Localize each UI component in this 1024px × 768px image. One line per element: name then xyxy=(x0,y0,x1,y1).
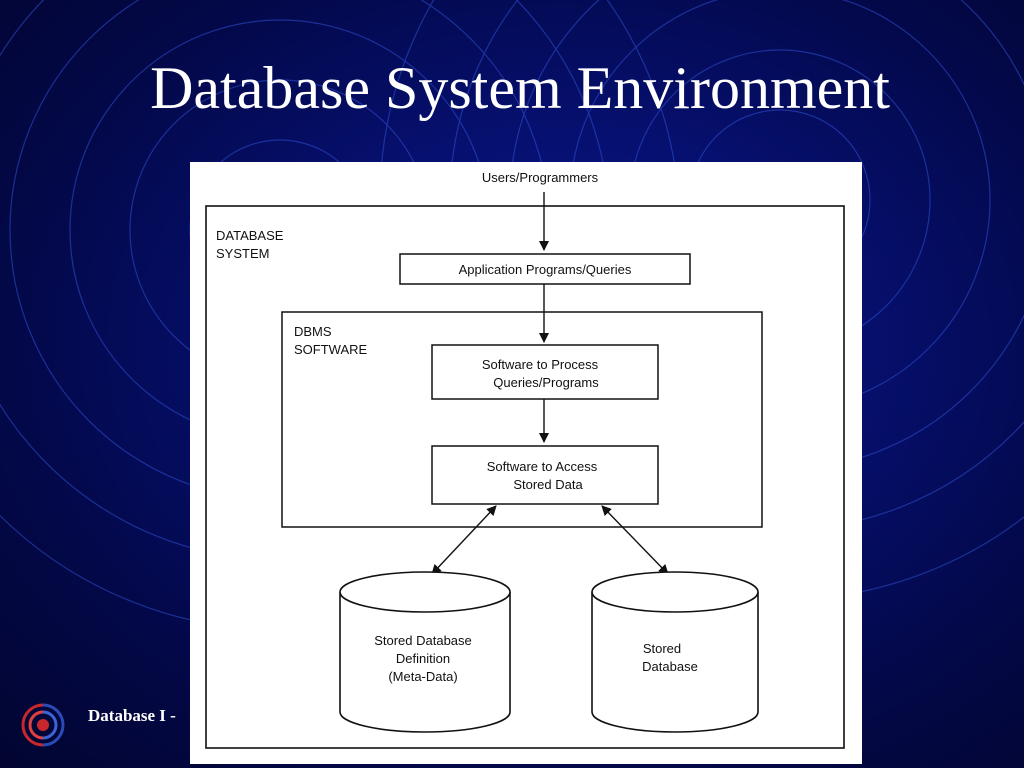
process-queries-box xyxy=(431,344,659,400)
meta-data-store-cylinder xyxy=(339,571,511,733)
database-system-diagram: Users/Programmers DATABASE SYSTEM Applic… xyxy=(205,170,845,749)
access-stored-data-label-line2: Stored Data xyxy=(513,477,583,492)
stored-database-label-line1: Stored xyxy=(643,641,681,656)
dbms-label-line1: DBMS xyxy=(294,324,332,339)
meta-store-label-line3: (Meta-Data) xyxy=(388,669,457,684)
meta-store-label-line2: Definition xyxy=(396,651,450,666)
users-programmers-label: Users/Programmers xyxy=(482,170,599,185)
access-stored-data-label-line1: Software to Access xyxy=(487,459,598,474)
stored-database-label-line2: Database xyxy=(642,659,698,674)
dbms-software-frame xyxy=(281,311,763,528)
footer-course-label: Database I - xyxy=(88,706,176,725)
database-system-label-line1: DATABASE xyxy=(216,228,284,243)
arrow-access-to-meta-store xyxy=(431,505,497,575)
arrow-access-to-data-store xyxy=(601,505,669,575)
application-programs-label: Application Programs/Queries xyxy=(459,262,632,277)
stored-database-cylinder xyxy=(591,571,759,733)
database-system-frame xyxy=(205,205,845,749)
process-queries-label-line2: Queries/Programs xyxy=(493,375,599,390)
meta-store-label-line1: Stored Database xyxy=(374,633,472,648)
dbms-label-line2: SOFTWARE xyxy=(294,342,368,357)
process-queries-label-line1: Software to Process xyxy=(482,357,599,372)
university-emblem-icon xyxy=(21,703,65,747)
diagram-figure: Users/Programmers DATABASE SYSTEM Applic… xyxy=(190,162,862,764)
application-programs-box xyxy=(399,253,691,285)
slide-title: Database System Environment xyxy=(150,55,890,121)
access-stored-data-box xyxy=(431,445,659,505)
database-system-label-line2: SYSTEM xyxy=(216,246,269,261)
